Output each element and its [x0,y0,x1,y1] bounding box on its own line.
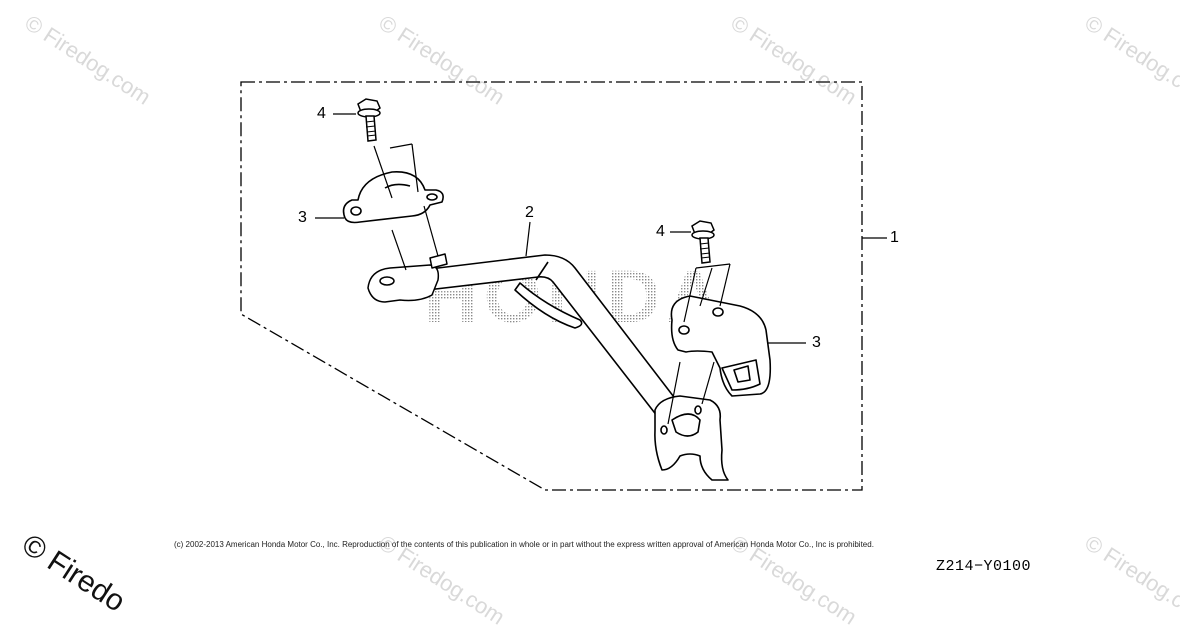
right-clamp-cap [670,295,772,397]
right-bolt [691,220,715,264]
assembly-guide-lines-right [667,263,731,425]
left-bolt [357,98,381,142]
left-clamp-cap [342,171,444,224]
callout-part-1: 1 [890,229,899,246]
callout-part-3-right: 3 [812,334,821,351]
right-clamp-base [654,395,729,481]
leader-line-2 [525,221,531,257]
callout-part-2: 2 [525,204,534,221]
copyright-notice: (c) 2002-2013 American Honda Motor Co., … [174,540,874,549]
callout-part-4-left: 4 [317,105,326,122]
assembly-guide-lines-left [373,143,439,271]
callout-part-3-left: 3 [298,209,307,226]
diagram-code: Z214−Y0100 [936,558,1032,575]
parts-diagram: HONDA [240,81,887,491]
assembly-boundary [240,81,863,491]
callout-part-4-right: 4 [656,223,665,240]
left-clamp-base [367,253,448,303]
